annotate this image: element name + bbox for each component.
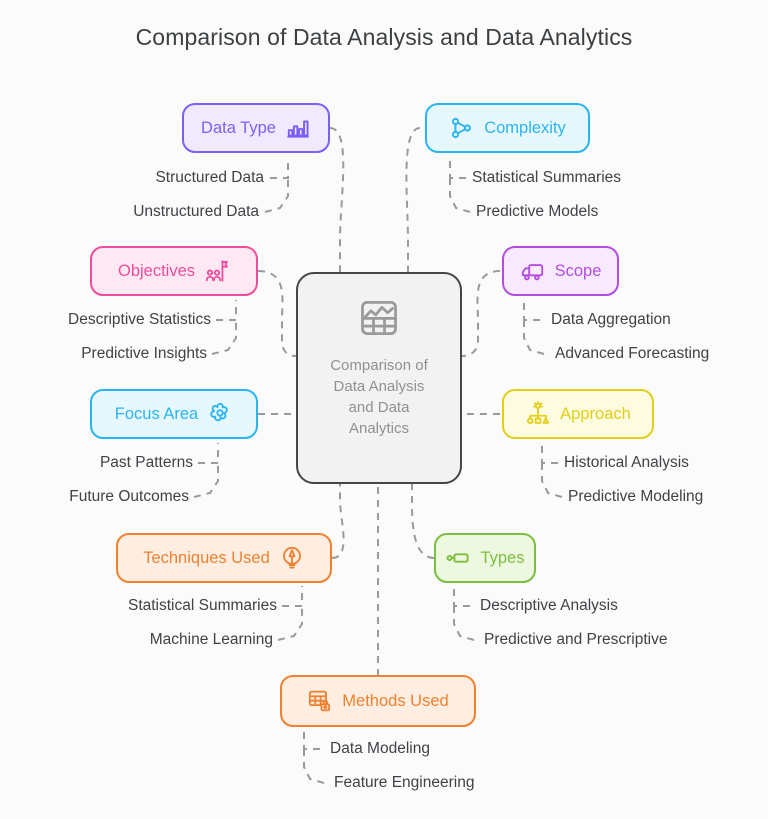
idea-tree-icon [525, 401, 551, 427]
edge-focus-area-leaf-0 [198, 443, 219, 464]
edge-approach-leaf-0 [541, 443, 558, 464]
node-complexity[interactable]: Complexity [425, 103, 590, 153]
edge-complexity [405, 127, 421, 272]
edge-complexity-leaf-0 [449, 160, 466, 179]
edge-types-leaf-0 [453, 586, 470, 607]
leaf-complexity-0: Statistical Summaries [472, 169, 622, 186]
node-types[interactable]: Types [434, 533, 536, 583]
leaf-objectives-1: Predictive Insights [81, 345, 207, 362]
edge-methods-used-leaf-1 [303, 749, 325, 784]
leaf-techniques-used-0: Statistical Summaries [127, 597, 277, 614]
node-techniques-used[interactable]: Techniques Used [116, 533, 332, 583]
leaf-complexity-1: Predictive Models [476, 203, 599, 220]
table-lock-icon [307, 688, 333, 714]
chart-table-icon [357, 296, 401, 345]
node-objectives[interactable]: Objectives [90, 246, 258, 296]
lightbulb-icon [279, 545, 305, 571]
node-scope[interactable]: Scope [502, 246, 619, 296]
edge-techniques-used-leaf-0 [282, 586, 303, 607]
edge-objectives-leaf-1 [211, 320, 237, 355]
node-objectives-label: Objectives [117, 261, 196, 280]
truck-icon [520, 258, 546, 284]
leaf-methods-used-0: Data Modeling [330, 740, 430, 757]
edge-data-type [329, 127, 345, 272]
leaf-objectives-0: Descriptive Statistics [68, 311, 211, 328]
leaf-focus-area-1: Future Outcomes [69, 488, 189, 505]
node-methods-used[interactable]: Methods Used [280, 675, 476, 727]
bar-chart-icon [285, 115, 311, 141]
edge-objectives-leaf-0 [216, 300, 237, 321]
edge-scope-leaf-0 [523, 300, 540, 321]
node-approach[interactable]: Approach [502, 389, 654, 439]
goal-people-icon [204, 258, 230, 284]
leaf-focus-area-0: Past Patterns [99, 454, 193, 471]
edge-techniques-used-leaf-1 [277, 606, 303, 641]
flower-gear-icon [207, 401, 233, 427]
center-node-label: Comparison of Data Analysis and Data Ana… [330, 357, 428, 437]
leaf-scope-1: Advanced Forecasting [555, 345, 710, 362]
edge-techniques-used [331, 484, 345, 559]
node-methods-used-label: Methods Used [342, 691, 449, 710]
leaf-techniques-used-1: Machine Learning [149, 631, 273, 648]
node-data-type[interactable]: Data Type [182, 103, 330, 153]
node-graph-icon [449, 115, 475, 141]
node-focus-area-label: Focus Area [114, 404, 199, 423]
edge-types-leaf-1 [453, 606, 475, 641]
edge-objectives [257, 270, 297, 357]
leaf-methods-used-1: Feature Engineering [334, 774, 475, 791]
leaf-types-1: Predictive and Prescriptive [484, 631, 668, 648]
leaf-types-0: Descriptive Analysis [480, 597, 618, 614]
node-approach-label: Approach [560, 404, 631, 423]
tag-label-icon [445, 545, 471, 571]
edge-scope-leaf-1 [523, 320, 545, 355]
node-complexity-label: Complexity [484, 118, 566, 137]
edge-scope [461, 270, 501, 357]
leaf-data-type-1: Unstructured Data [133, 203, 259, 220]
edge-data-type-leaf-1 [264, 178, 289, 213]
page-title: Comparison of Data Analysis and Data Ana… [135, 24, 633, 50]
leaf-data-type-0: Structured Data [155, 169, 264, 186]
center-node[interactable]: Comparison of Data Analysis and Data Ana… [296, 272, 462, 484]
edge-types [411, 484, 435, 559]
edge-data-type-leaf-0 [270, 160, 289, 179]
leaf-approach-1: Predictive Modeling [568, 488, 704, 505]
node-techniques-used-label: Techniques Used [143, 548, 270, 567]
node-focus-area[interactable]: Focus Area [90, 389, 258, 439]
node-types-label: Types [480, 548, 525, 567]
edge-focus-area-leaf-1 [193, 463, 219, 498]
leaf-scope-0: Data Aggregation [551, 311, 671, 328]
leaf-approach-0: Historical Analysis [564, 454, 689, 471]
edge-complexity-leaf-1 [449, 178, 471, 213]
edge-approach-leaf-1 [541, 463, 563, 498]
node-data-type-label: Data Type [201, 118, 276, 137]
edge-methods-used-leaf-0 [303, 729, 320, 750]
node-scope-label: Scope [554, 261, 602, 280]
